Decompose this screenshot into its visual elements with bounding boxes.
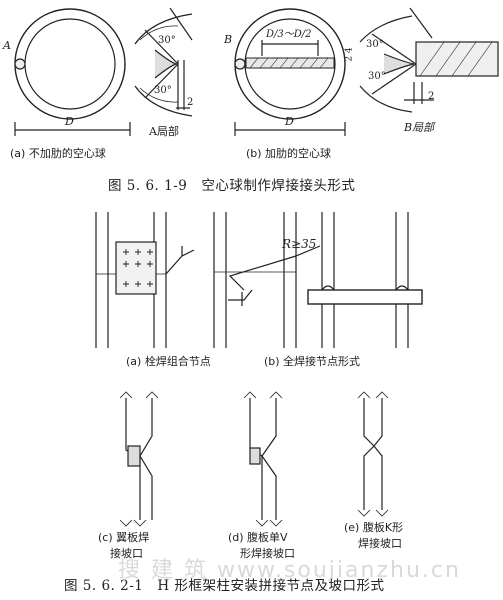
caption-fig2-a: (a) 栓焊组合节点 [126, 355, 211, 368]
dim-d-a-label: D [65, 115, 74, 128]
figure-title-1: 图 5. 6. 1-9 空心球制作焊接接头形式 [108, 178, 356, 194]
caption-fig2-b: (b) 全焊接节点形式 [264, 355, 361, 368]
caption-fig2-e-line1: (e) 腹板K形 [344, 521, 404, 534]
column-b-plate [307, 212, 423, 348]
gap-a-label: 2 [187, 97, 194, 108]
angle-top-a-label: 30° [158, 35, 176, 46]
figure-title-2: 图 5. 6. 2-1 H 形框架柱安装拼接节点及坡口形式 [64, 578, 385, 594]
groove-c [119, 391, 159, 527]
detail-b-label: B局部 [404, 121, 435, 134]
detail-b-weld [359, 7, 499, 113]
groove-e [357, 391, 389, 517]
angle-top-b-label: 30° [366, 39, 384, 50]
rib-dimension-label: D/3～D/2 [266, 29, 312, 40]
watermark: 搜 建 筑 www.soujianzhu.cn [118, 558, 461, 583]
angle-bottom-a-label: 30° [154, 85, 172, 96]
caption-fig1-a: (a) 不加肋的空心球 [10, 147, 106, 160]
point-a-label: A [3, 39, 11, 52]
caption-fig2-d-line2: 形焊接坡口 [240, 547, 295, 560]
hollow-sphere-a [14, 8, 131, 136]
caption-fig2-d-line1: (d) 腹板单V [228, 531, 288, 544]
caption-fig1-b: (b) 加肋的空心球 [246, 147, 332, 160]
caption-fig2-e-line2: 焊接坡口 [358, 537, 402, 550]
angle-bottom-b-label: 30° [368, 71, 386, 82]
hollow-sphere-b [234, 8, 346, 136]
gap-b-label: 2 [428, 91, 435, 102]
point-b-label: B [224, 33, 233, 46]
caption-fig2-c-line1: (c) 翼板焊 [98, 531, 150, 544]
radius-label: R≥35 [282, 237, 317, 251]
groove-d [243, 391, 283, 527]
detail-a-label: A局部 [149, 125, 179, 138]
side-dims-b-label: 2 4 [344, 47, 355, 62]
caption-fig2-c-line2: 接坡口 [110, 547, 143, 560]
column-b [213, 212, 321, 348]
dim-d-b-label: D [285, 115, 294, 128]
detail-a-weld [134, 7, 193, 117]
column-a [95, 212, 195, 348]
